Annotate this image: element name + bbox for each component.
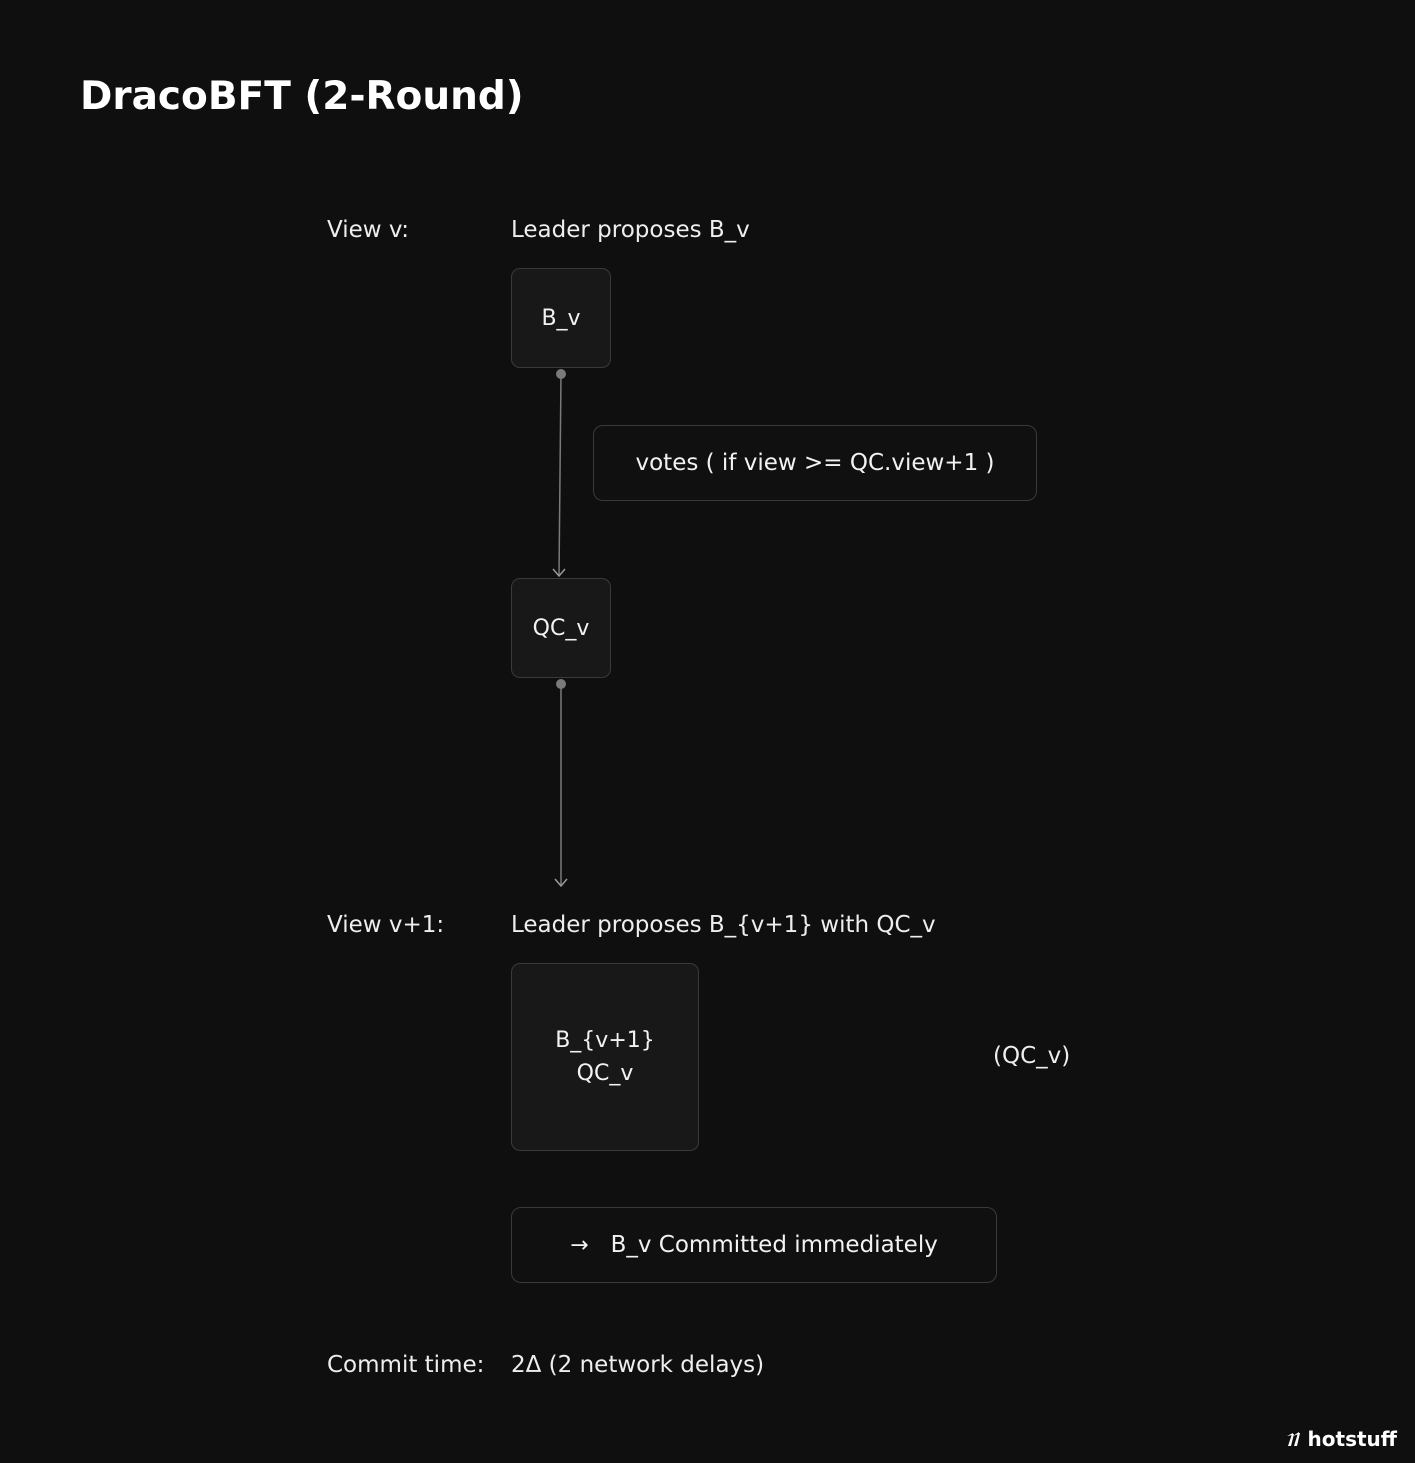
arrow-down-icon [554,878,568,888]
block-v1-label: B_{v+1} [555,1028,655,1053]
brand-logo: hotstuff [1286,1427,1397,1451]
block-v1-qc-label: QC_v [576,1061,634,1086]
arrow-right-icon: → [570,1232,589,1258]
connector-block-to-qc [552,369,566,578]
brand-name: hotstuff [1307,1427,1397,1451]
qc-side-label: (QC_v) [993,1043,1071,1069]
view-v1-description: Leader proposes B_{v+1} with QC_v [511,912,936,938]
block-v1-node: B_{v+1} QC_v [511,963,699,1151]
commit-note: → B_v Committed immediately [511,1207,997,1283]
connector-qc-to-next-view [554,679,568,888]
commit-time-label: Commit time: [327,1352,485,1378]
arrow-down-icon [552,568,566,578]
block-v-node: B_v [511,268,611,368]
votes-condition-text: votes ( if view >= QC.view+1 ) [635,450,995,476]
view-v-label: View v: [327,217,409,243]
votes-condition-note: votes ( if view >= QC.view+1 ) [593,425,1037,501]
view-v-description: Leader proposes B_v [511,217,750,243]
qc-v-label: QC_v [532,615,590,641]
view-v1-label: View v+1: [327,912,445,938]
qc-v-node: QC_v [511,578,611,678]
commit-note-text: B_v Committed immediately [610,1232,938,1258]
hotstuff-logo-icon [1286,1432,1300,1446]
diagram-title: DracoBFT (2-Round) [80,74,524,119]
block-v-label: B_v [541,305,581,331]
commit-time-value: 2Δ (2 network delays) [511,1352,765,1378]
